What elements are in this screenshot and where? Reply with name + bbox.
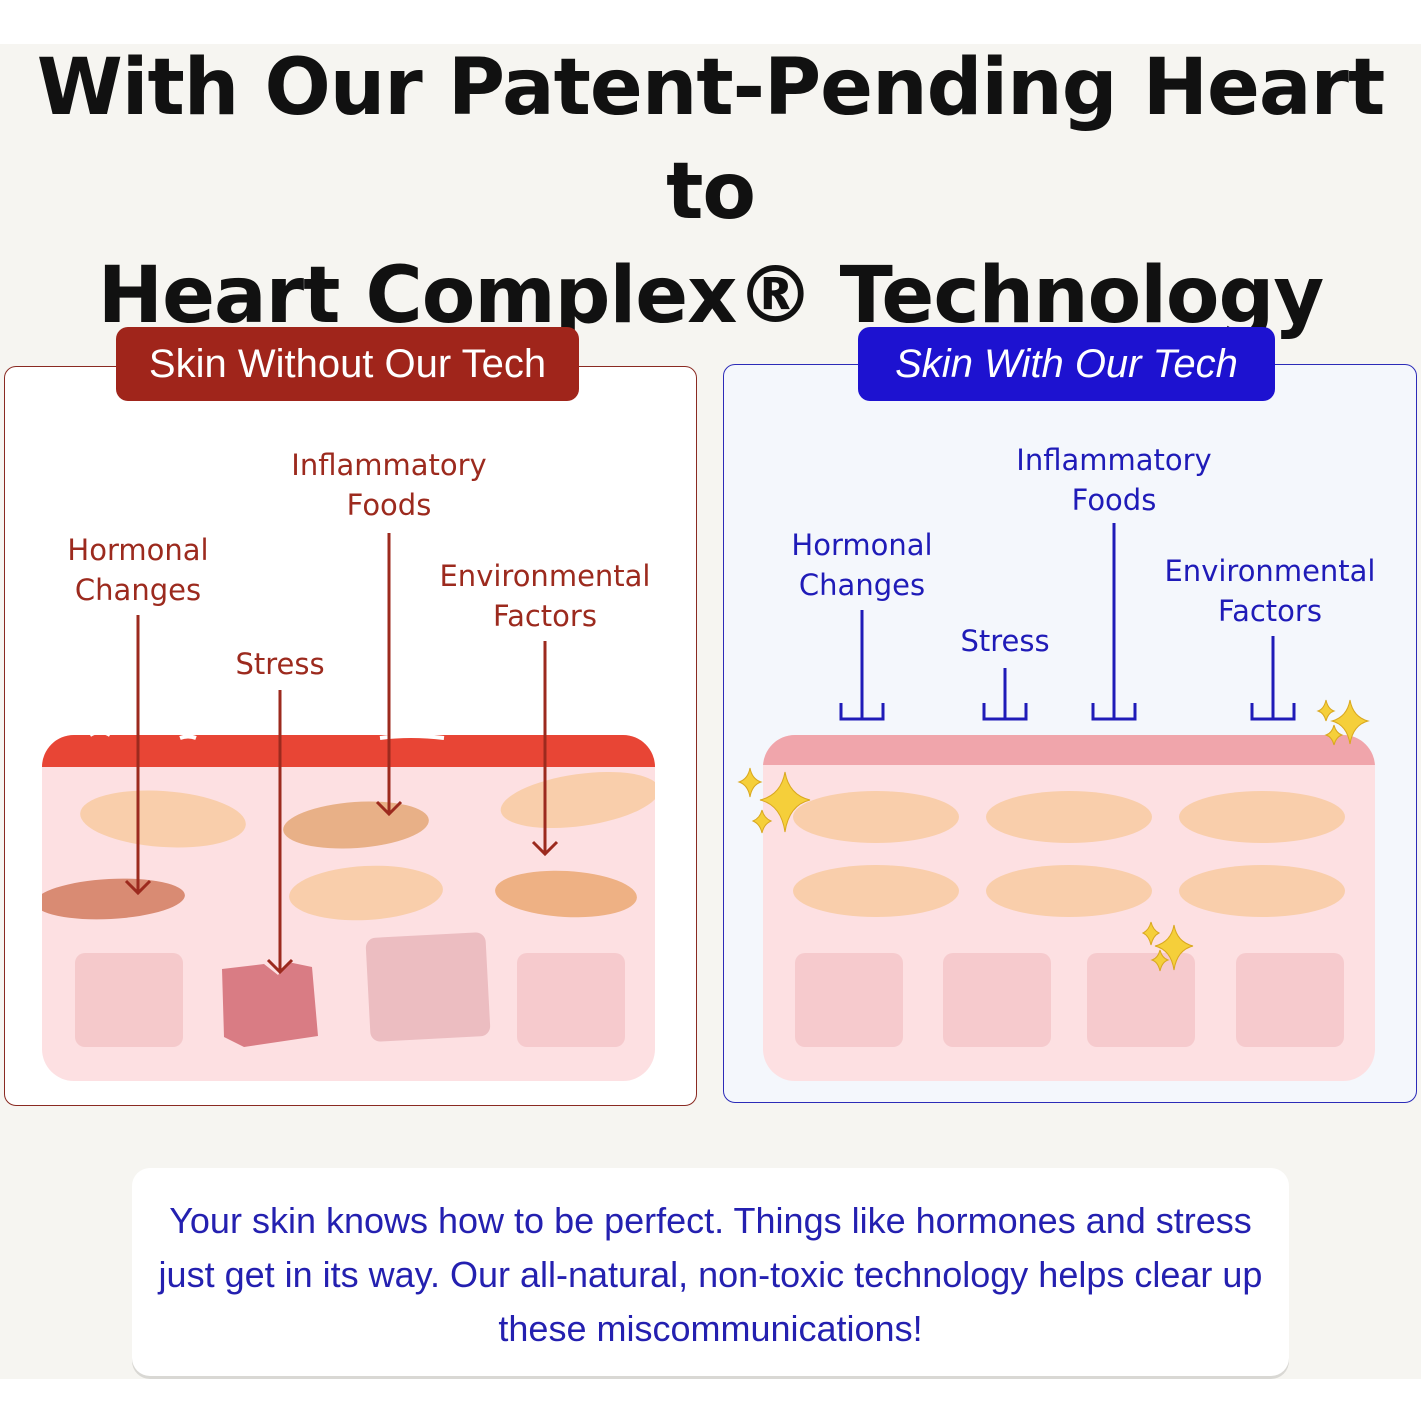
- headline-line-2: Heart Complex® Technology: [97, 251, 1324, 341]
- cell-oval: [80, 790, 246, 848]
- cell-oval-inflamed: [283, 801, 429, 849]
- sparkle-icons: [737, 699, 1370, 972]
- label-inflammatory-line2: Foods: [347, 488, 432, 522]
- barrier-mark: [1250, 703, 1296, 721]
- label-environmental-line2: Factors: [493, 599, 597, 633]
- healthy-skin-surface: [763, 735, 1375, 765]
- surface-flakes: [88, 735, 445, 740]
- arrowhead: [375, 800, 403, 817]
- damaged-skin-cross-section: [42, 735, 655, 1081]
- sparkle-icon: [1316, 699, 1336, 722]
- label-environmental-line1: Environmental: [1164, 554, 1375, 588]
- cell-square-damaged: [222, 962, 318, 1047]
- label-inflammatory-line2: Foods: [1072, 483, 1157, 517]
- stressor-labels-with-tech: Hormonal Changes Stress Inflammatory Foo…: [791, 443, 1375, 658]
- cell-oval: [1179, 865, 1345, 917]
- cell-oval: [289, 865, 443, 921]
- sparkle-icon: [1330, 699, 1370, 745]
- label-hormonal-line1: Hormonal: [791, 528, 932, 562]
- healthy-skin-diagram: Hormonal Changes Stress Inflammatory Foo…: [737, 443, 1376, 1081]
- label-inflammatory-line1: Inflammatory: [1016, 443, 1211, 477]
- headline: With Our Patent-Pending Heart to Heart C…: [0, 36, 1421, 348]
- arrowhead: [531, 840, 559, 857]
- cell-oval: [1179, 791, 1345, 843]
- barrier-mark: [1091, 703, 1137, 721]
- cell-oval-damaged: [42, 878, 185, 920]
- sparkle-icon: [1150, 949, 1170, 972]
- headline-line-1: With Our Patent-Pending Heart to: [36, 43, 1386, 237]
- label-stress: Stress: [960, 624, 1049, 658]
- healthy-skin-cross-section: [763, 735, 1375, 1081]
- cell-square: [795, 953, 903, 1047]
- label-environmental-line1: Environmental: [439, 559, 650, 593]
- panel-title-without-tech: Skin Without Our Tech: [116, 327, 579, 401]
- cell-square: [943, 953, 1051, 1047]
- cell-square-swollen: [365, 932, 491, 1042]
- stressor-labels-without-tech: Hormonal Changes Stress Inflammatory Foo…: [67, 448, 650, 681]
- panel-title-with-tech: Skin With Our Tech: [858, 327, 1275, 401]
- cell-oval: [986, 791, 1152, 843]
- blocked-stressors-with-tech: [839, 523, 1296, 721]
- arrowhead: [266, 958, 294, 975]
- cell-oval: [500, 771, 655, 829]
- sparkle-icon: [759, 771, 811, 833]
- sparkle-icon: [751, 809, 773, 834]
- cell-oval-inflamed: [495, 870, 637, 918]
- cell-oval: [793, 865, 959, 917]
- cell-oval: [986, 865, 1152, 917]
- cell-oval: [793, 791, 959, 843]
- cell-square: [517, 953, 625, 1047]
- cell-square: [1236, 953, 1344, 1047]
- sparkle-icon: [1141, 921, 1161, 946]
- cell-square: [1087, 953, 1195, 1047]
- damaged-skin-surface: [42, 735, 655, 767]
- label-inflammatory-line1: Inflammatory: [291, 448, 486, 482]
- sparkle-icon: [1324, 724, 1344, 746]
- label-hormonal-line2: Changes: [799, 568, 925, 602]
- caption-text: Your skin knows how to be perfect. Thing…: [158, 1200, 1263, 1349]
- label-environmental-line2: Factors: [1218, 594, 1322, 628]
- caption-card: [132, 1168, 1289, 1376]
- barrier-mark: [839, 703, 885, 721]
- stressor-arrows-without-tech: [124, 533, 559, 975]
- label-stress: Stress: [235, 647, 324, 681]
- label-hormonal-line1: Hormonal: [67, 533, 208, 567]
- sparkle-icon: [1154, 924, 1194, 971]
- label-hormonal-line2: Changes: [75, 573, 201, 607]
- sparkle-icon: [737, 767, 763, 798]
- barrier-mark: [982, 703, 1028, 721]
- cell-square: [75, 953, 183, 1047]
- arrowhead: [124, 879, 152, 896]
- damaged-skin-diagram: Hormonal Changes Stress Inflammatory Foo…: [42, 448, 655, 1081]
